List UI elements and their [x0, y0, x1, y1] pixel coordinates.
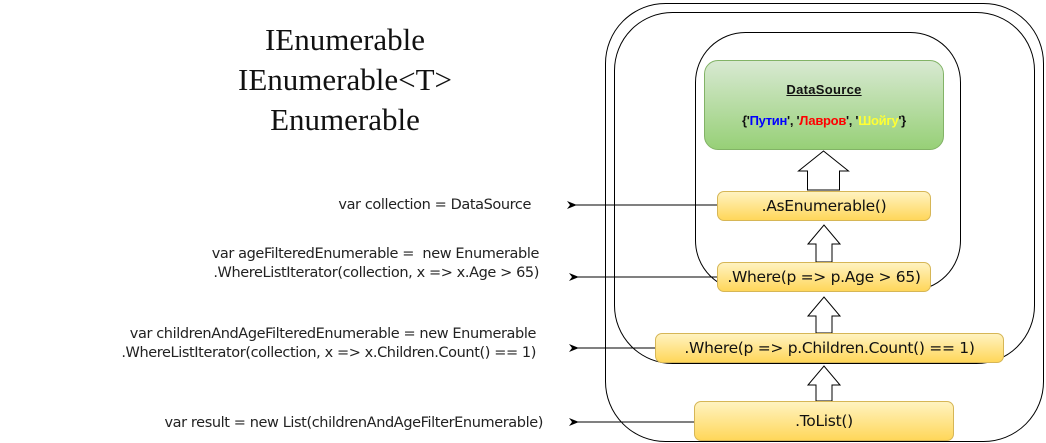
where-children-box: .Where(p => p.Children.Count() == 1) — [655, 333, 1004, 363]
datasource-item-shoigu: Шойгу — [858, 113, 899, 128]
up-arrow-icon — [797, 150, 850, 191]
title-ienumerable-generic: IEnumerable<T> — [238, 62, 452, 97]
where-age-box: .Where(p => p.Age > 65) — [717, 262, 931, 292]
middle-scope-box — [614, 12, 1035, 364]
title-enumerable: Enumerable — [270, 102, 420, 137]
to-list-box: .ToList() — [694, 401, 954, 441]
datasource-item-lavrov: Лавров — [799, 113, 847, 128]
code-collection: var collection = DataSource — [338, 197, 531, 213]
datasource-box: DataSource {'Путин', 'Лавров', 'Шойгу'} — [704, 60, 944, 150]
datasource-item-putin: Путин — [749, 113, 788, 128]
up-arrow-icon — [806, 365, 842, 402]
title-block: IEnumerable IEnumerable<T> Enumerable — [200, 20, 490, 140]
code-result: var result = new List(childrenAndAgeFilt… — [164, 415, 544, 431]
code-age-filtered: var ageFilteredEnumerable = new Enumerab… — [211, 246, 540, 281]
code-children-filtered: var childrenAndAgeFilteredEnumerable = n… — [121, 326, 536, 361]
datasource-values: {'Путин', 'Лавров', 'Шойгу'} — [742, 113, 906, 128]
up-arrow-icon — [806, 224, 842, 263]
up-arrow-icon — [806, 296, 842, 334]
as-enumerable-box: .AsEnumerable() — [717, 191, 931, 221]
outer-scope-box — [605, 3, 1044, 442]
title-ienumerable: IEnumerable — [264, 22, 426, 57]
datasource-title: DataSource — [786, 82, 862, 97]
